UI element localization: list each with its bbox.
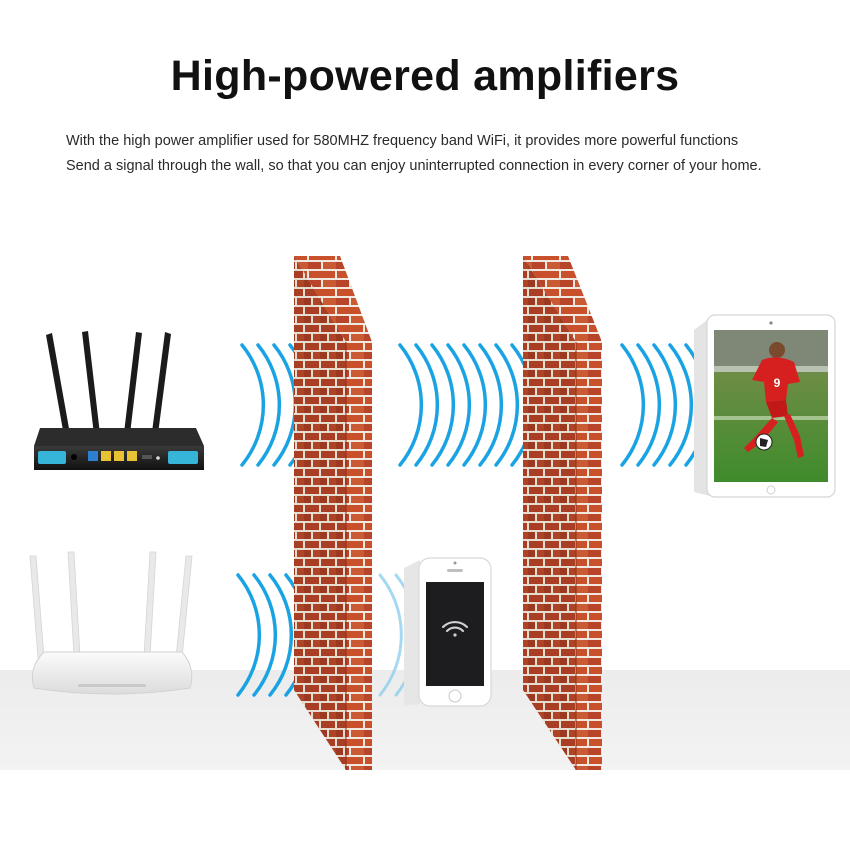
brick-wall-left [294,256,372,770]
description-line-2: Send a signal through the wall, so that … [66,158,762,174]
wifi-icon [441,620,469,637]
description-line-1: With the high power amplifier used for 5… [66,133,739,149]
page-title: High-powered amplifiers [170,52,680,100]
tablet-screen-image: 9 [714,330,828,482]
brick-wall-right [523,256,602,770]
router-black-icon [34,331,204,470]
jersey-number: 9 [774,376,781,390]
smartphone-icon [404,557,492,707]
router-white-icon [29,551,193,695]
